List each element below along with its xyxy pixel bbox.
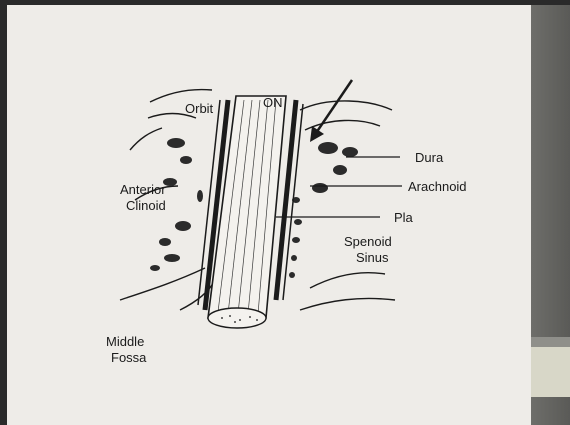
side-strip-light-band (531, 347, 570, 397)
label-anterior-clinoid-line1: Anterior (120, 182, 166, 197)
label-sphenoid-sinus-line2: Sinus (356, 250, 389, 265)
label-orbit: Orbit (185, 101, 214, 116)
label-anterior-clinoid-line2: Clinoid (126, 198, 166, 213)
arrow-icon (310, 80, 352, 142)
label-pia: Pla (394, 210, 414, 225)
side-strip (531, 5, 570, 425)
label-on: ON (263, 95, 283, 110)
optic-nerve-canal-diagram: Orbit ON Dura Arachnoid Pla Anterior Cli… (0, 0, 531, 425)
label-arachnoid: Arachnoid (408, 179, 467, 194)
label-middle-fossa-line2: Fossa (111, 350, 147, 365)
label-dura: Dura (415, 150, 444, 165)
label-sphenoid-sinus-line1: Spenoid (344, 234, 392, 249)
side-strip-mid-band (531, 337, 570, 347)
label-middle-fossa-line1: Middle (106, 334, 144, 349)
